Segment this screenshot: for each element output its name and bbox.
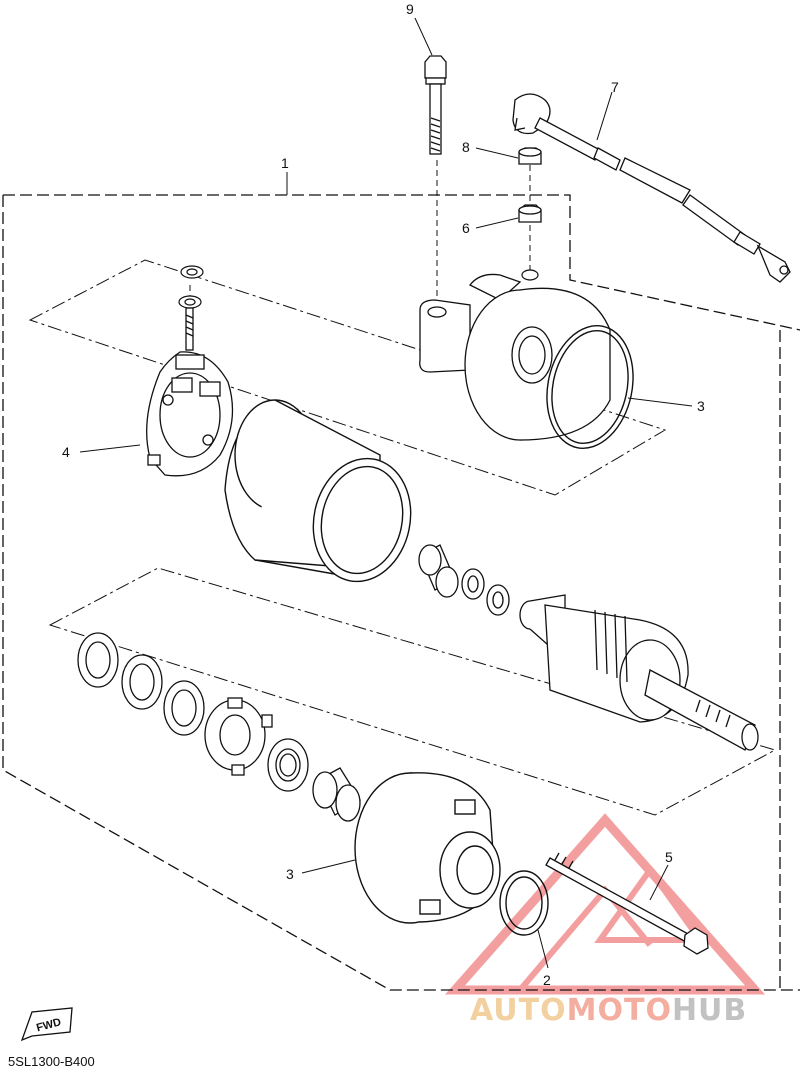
washer-stack[interactable] bbox=[77, 632, 205, 736]
yoke-housing[interactable] bbox=[224, 399, 422, 591]
watermark-auto: AUTO bbox=[470, 993, 567, 1028]
bolt-9[interactable] bbox=[424, 55, 447, 155]
starter-cable-7[interactable] bbox=[512, 93, 791, 283]
watermark-moto: MOTO bbox=[567, 993, 672, 1028]
washer-small[interactable] bbox=[178, 265, 539, 309]
armature[interactable] bbox=[519, 594, 759, 751]
svg-text:AUTOMOTOHUB: AUTOMOTOHUB bbox=[470, 993, 747, 1028]
callout-2: 2 bbox=[543, 972, 551, 988]
callout-7: 7 bbox=[611, 79, 619, 95]
nut-8[interactable] bbox=[518, 147, 542, 165]
o-ring-2[interactable] bbox=[499, 870, 549, 936]
front-cover[interactable] bbox=[419, 273, 611, 441]
lower-subassembly-outline bbox=[48, 567, 777, 816]
nut-6[interactable] bbox=[518, 204, 542, 223]
callout-8: 8 bbox=[462, 139, 470, 155]
bushing[interactable] bbox=[418, 544, 510, 616]
callout-4: 4 bbox=[62, 444, 70, 460]
callout-9: 9 bbox=[406, 1, 414, 17]
callout-5: 5 bbox=[665, 849, 673, 865]
callout-3-lower: 3 bbox=[286, 866, 294, 882]
lock-plate[interactable] bbox=[204, 697, 273, 776]
callout-6: 6 bbox=[462, 220, 470, 236]
callout-1: 1 bbox=[281, 155, 289, 171]
bearing[interactable] bbox=[267, 738, 309, 792]
fwd-arrow-icon: FWD bbox=[20, 1007, 73, 1042]
long-bolt-5[interactable] bbox=[545, 852, 709, 955]
brush-holder-4[interactable] bbox=[146, 307, 234, 477]
callout-labels: 1 2 3 3 4 5 6 7 8 9 bbox=[62, 1, 705, 988]
upper-subassembly-outline bbox=[28, 259, 667, 496]
callout-3-upper: 3 bbox=[697, 398, 705, 414]
o-ring-upper[interactable] bbox=[536, 318, 644, 457]
rear-cover[interactable] bbox=[354, 772, 501, 924]
leader-lines bbox=[79, 17, 693, 969]
needle-bearing[interactable] bbox=[312, 767, 361, 822]
diagram-code: 5SL1300-B400 bbox=[8, 1054, 95, 1069]
watermark-hub: HUB bbox=[672, 993, 747, 1028]
watermark-logo: AUTOMOTOHUB bbox=[470, 993, 747, 1028]
